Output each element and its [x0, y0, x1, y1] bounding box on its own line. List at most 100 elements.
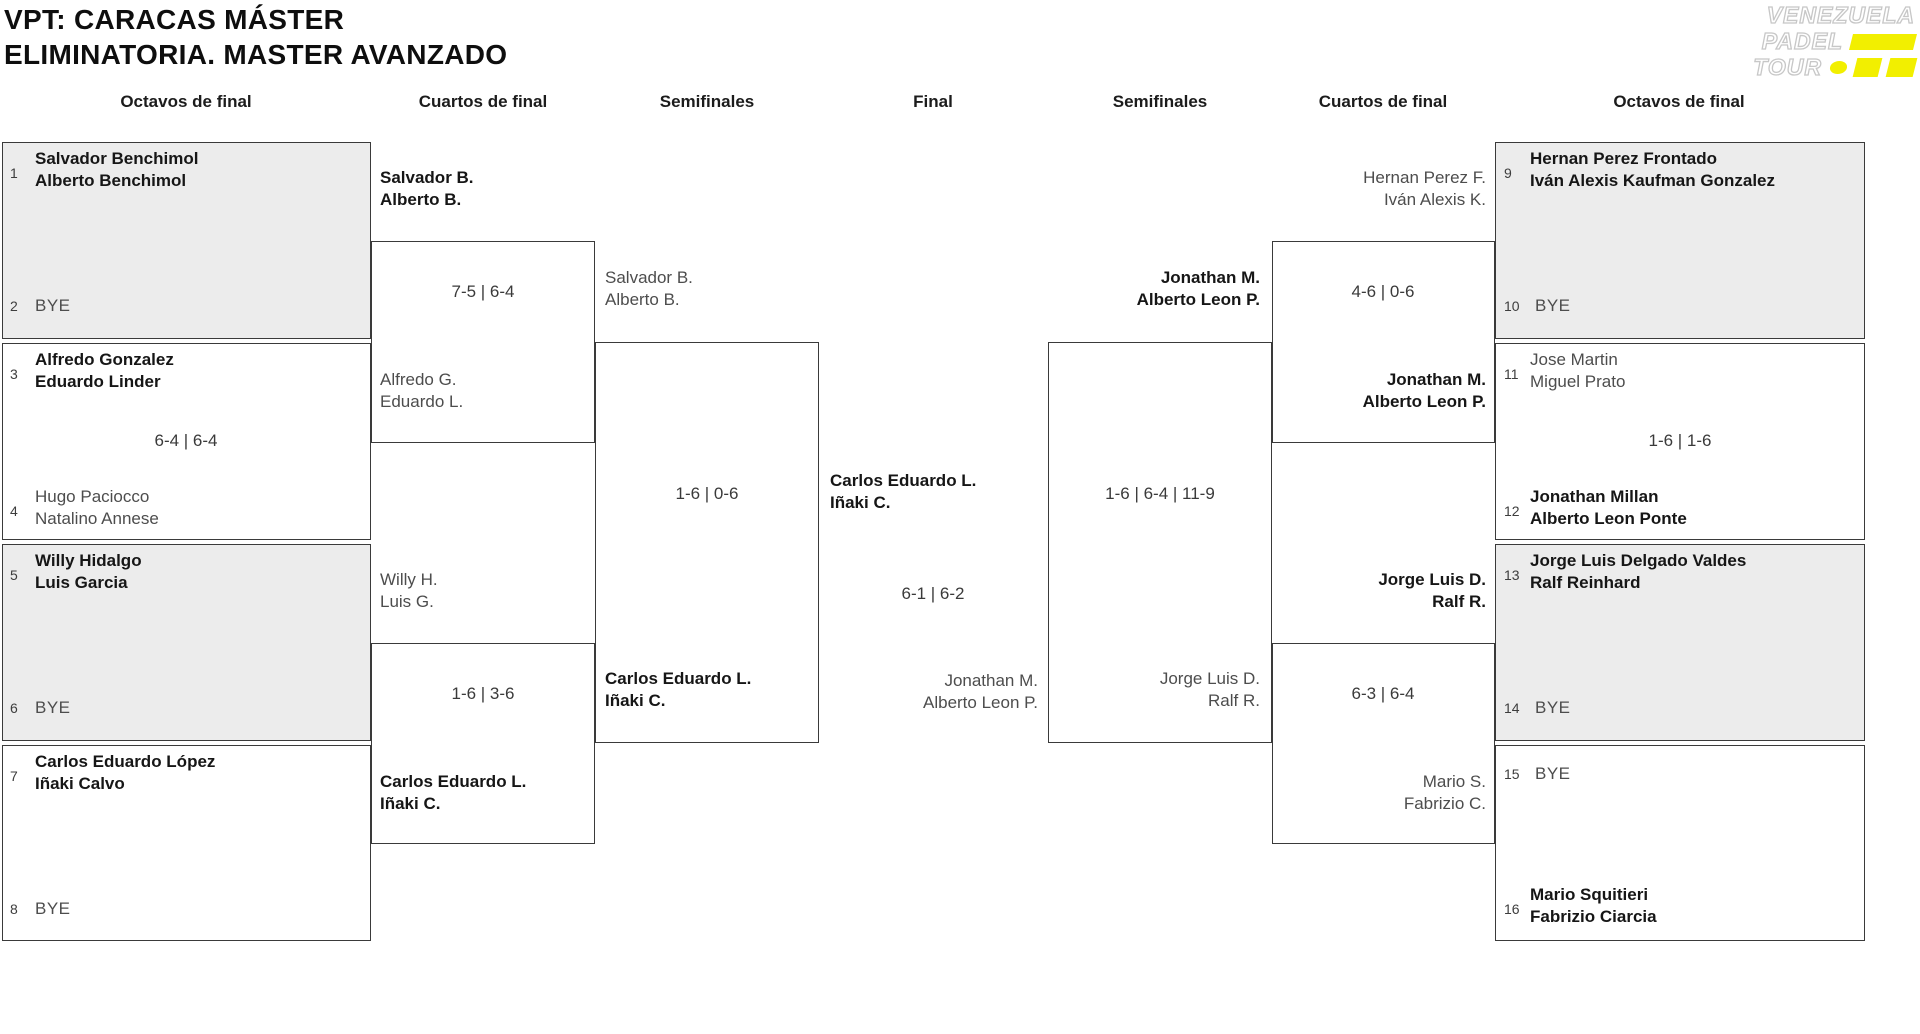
bye-label: BYE [35, 899, 71, 918]
player-name: Alfredo Gonzalez [35, 350, 174, 369]
seed-number: 2 [10, 298, 18, 314]
match-box-cuartos-right-1[interactable] [1272, 241, 1495, 443]
player-name: Carlos Eduardo L. [380, 772, 527, 791]
seed-number: 15 [1504, 766, 1520, 782]
match-score: 4-6 | 0-6 [1351, 282, 1415, 301]
match-box-octavos-13-14[interactable] [1495, 544, 1865, 741]
team-name-pair: Salvador B. Alberto B. [380, 167, 474, 211]
logo-text-tour: TOUR [1753, 54, 1822, 80]
seed-number: 8 [10, 901, 18, 917]
seed-number: 13 [1504, 567, 1520, 583]
team-name-pair: Jorge Luis D. Ralf R. [1000, 668, 1260, 712]
match-box-semifinal-right[interactable] [1048, 342, 1272, 743]
logo-bar-icon [1885, 58, 1918, 77]
player-name: Jonathan M. [1386, 370, 1486, 389]
bye-label: BYE [1535, 764, 1571, 783]
player-name: Eduardo L. [380, 392, 464, 411]
tournament-title-line2: ELIMINATORIA. MASTER AVANZADO [4, 39, 508, 70]
match-box-octavos-11-12[interactable] [1495, 343, 1865, 540]
bye-label: BYE [35, 698, 71, 717]
match-box-cuartos-right-2[interactable] [1272, 643, 1495, 844]
team-name-pair: Willy H. Luis G. [380, 569, 438, 613]
team-name-pair: Jonathan M. Alberto Leon P. [1000, 267, 1260, 311]
player-name: Mario Squitieri [1530, 885, 1649, 904]
player-name: Luis G. [380, 592, 434, 611]
match-box-octavos-3-4[interactable] [2, 343, 371, 540]
team-name-pair: Hernan Perez F. Iván Alexis K. [1226, 167, 1486, 211]
match-box-octavos-15-16[interactable] [1495, 745, 1865, 941]
player-name: Jorge Luis Delgado Valdes [1530, 551, 1747, 570]
player-name: Alberto Leon P. [923, 693, 1038, 712]
team-name-pair: Carlos Eduardo L. Iñaki C. [830, 470, 976, 514]
match-score: 7-5 | 6-4 [451, 282, 515, 301]
player-name: Iván Alexis K. [1383, 190, 1486, 209]
player-name: Natalino Annese [35, 509, 159, 528]
player-name: Jonathan M. [1160, 268, 1260, 287]
team-name-pair: Hernan Perez Frontado Iván Alexis Kaufma… [1530, 148, 1775, 192]
team-name-pair: Carlos Eduardo L. Iñaki C. [605, 668, 751, 712]
seed-number: 11 [1504, 366, 1519, 382]
match-box-octavos-7-8[interactable] [2, 745, 371, 941]
player-name: Iñaki C. [380, 794, 441, 813]
team-name-pair: Mario Squitieri Fabrizio Ciarcia [1530, 884, 1657, 928]
team-name-pair: Jorge Luis D. Ralf R. [1226, 569, 1486, 613]
seed-number: 10 [1504, 298, 1520, 314]
match-score: 1-6 | 1-6 [1648, 431, 1712, 450]
player-name: Alberto Benchimol [35, 171, 187, 190]
player-name: Ralf R. [1208, 691, 1260, 710]
player-name: Alfredo G. [380, 370, 457, 389]
player-name: Iván Alexis Kaufman Gonzalez [1530, 171, 1775, 190]
logo-row-tour: TOUR [1753, 54, 1918, 80]
player-name: Alberto B. [380, 190, 462, 209]
team-name-pair: Salvador B. Alberto B. [605, 267, 693, 311]
seed-number: 6 [10, 700, 18, 716]
logo-text-venezuela: VENEZUELA [1766, 2, 1915, 28]
match-score: 1-6 | 0-6 [675, 484, 739, 503]
player-name: Willy Hidalgo [35, 551, 142, 570]
player-name: Hernan Perez Frontado [1530, 149, 1718, 168]
team-name-pair: Carlos Eduardo L. Iñaki C. [380, 771, 526, 815]
player-name: Salvador Benchimol [35, 149, 199, 168]
logo-row-padel: PADEL [1761, 28, 1917, 54]
player-name: Iñaki C. [830, 493, 891, 512]
match-box-semifinal-left[interactable] [595, 342, 819, 743]
team-name-pair: Willy Hidalgo Luis Garcia [35, 550, 142, 594]
round-header-semis-right: Semifinales [1112, 92, 1208, 111]
seed-number: 1 [10, 165, 18, 181]
player-name: Ralf R. [1432, 592, 1486, 611]
player-name: Fabrizio Ciarcia [1530, 907, 1657, 926]
player-name: Carlos Eduardo L. [830, 471, 977, 490]
match-box-octavos-5-6[interactable] [2, 544, 371, 741]
match-box-octavos-1-2[interactable] [2, 142, 371, 339]
match-box-cuartos-left-1[interactable] [371, 241, 595, 443]
round-header-octavos-left: Octavos de final [120, 92, 252, 111]
team-name-pair: Mario S. Fabrizio C. [1226, 771, 1486, 815]
match-box-cuartos-left-2[interactable] [371, 643, 595, 844]
match-box-octavos-9-10[interactable] [1495, 142, 1865, 339]
match-score: 1-6 | 3-6 [451, 684, 515, 703]
logo-row-venezuela: VENEZUELA [1766, 2, 1915, 28]
player-name: Hugo Paciocco [35, 487, 150, 506]
seed-number: 14 [1504, 700, 1520, 716]
logo-bar-icon [1852, 58, 1883, 77]
round-header-octavos-right: Octavos de final [1613, 92, 1745, 111]
player-name: Carlos Eduardo L. [605, 669, 752, 688]
round-header-cuartos-right: Cuartos de final [1318, 92, 1448, 111]
team-name-pair: Carlos Eduardo López Iñaki Calvo [35, 751, 215, 795]
team-name-pair: Jonathan M. Alberto Leon P. [778, 670, 1038, 714]
seed-number: 16 [1504, 901, 1520, 917]
player-name: Eduardo Linder [35, 372, 161, 391]
match-score: 6-1 | 6-2 [901, 584, 965, 603]
player-name: Iñaki Calvo [35, 774, 125, 793]
player-name: Carlos Eduardo López [35, 752, 216, 771]
player-name: Alberto Leon Ponte [1530, 509, 1687, 528]
player-name: Jonathan Millan [1530, 487, 1659, 506]
round-header-semis-left: Semifinales [659, 92, 755, 111]
player-name: Luis Garcia [35, 573, 128, 592]
team-name-pair: Salvador Benchimol Alberto Benchimol [35, 148, 198, 192]
player-name: Iñaki C. [605, 691, 666, 710]
logo-dot-icon [1829, 61, 1848, 74]
team-name-pair: Alfredo Gonzalez Eduardo Linder [35, 349, 174, 393]
team-name-pair: Jorge Luis Delgado Valdes Ralf Reinhard [1530, 550, 1746, 594]
